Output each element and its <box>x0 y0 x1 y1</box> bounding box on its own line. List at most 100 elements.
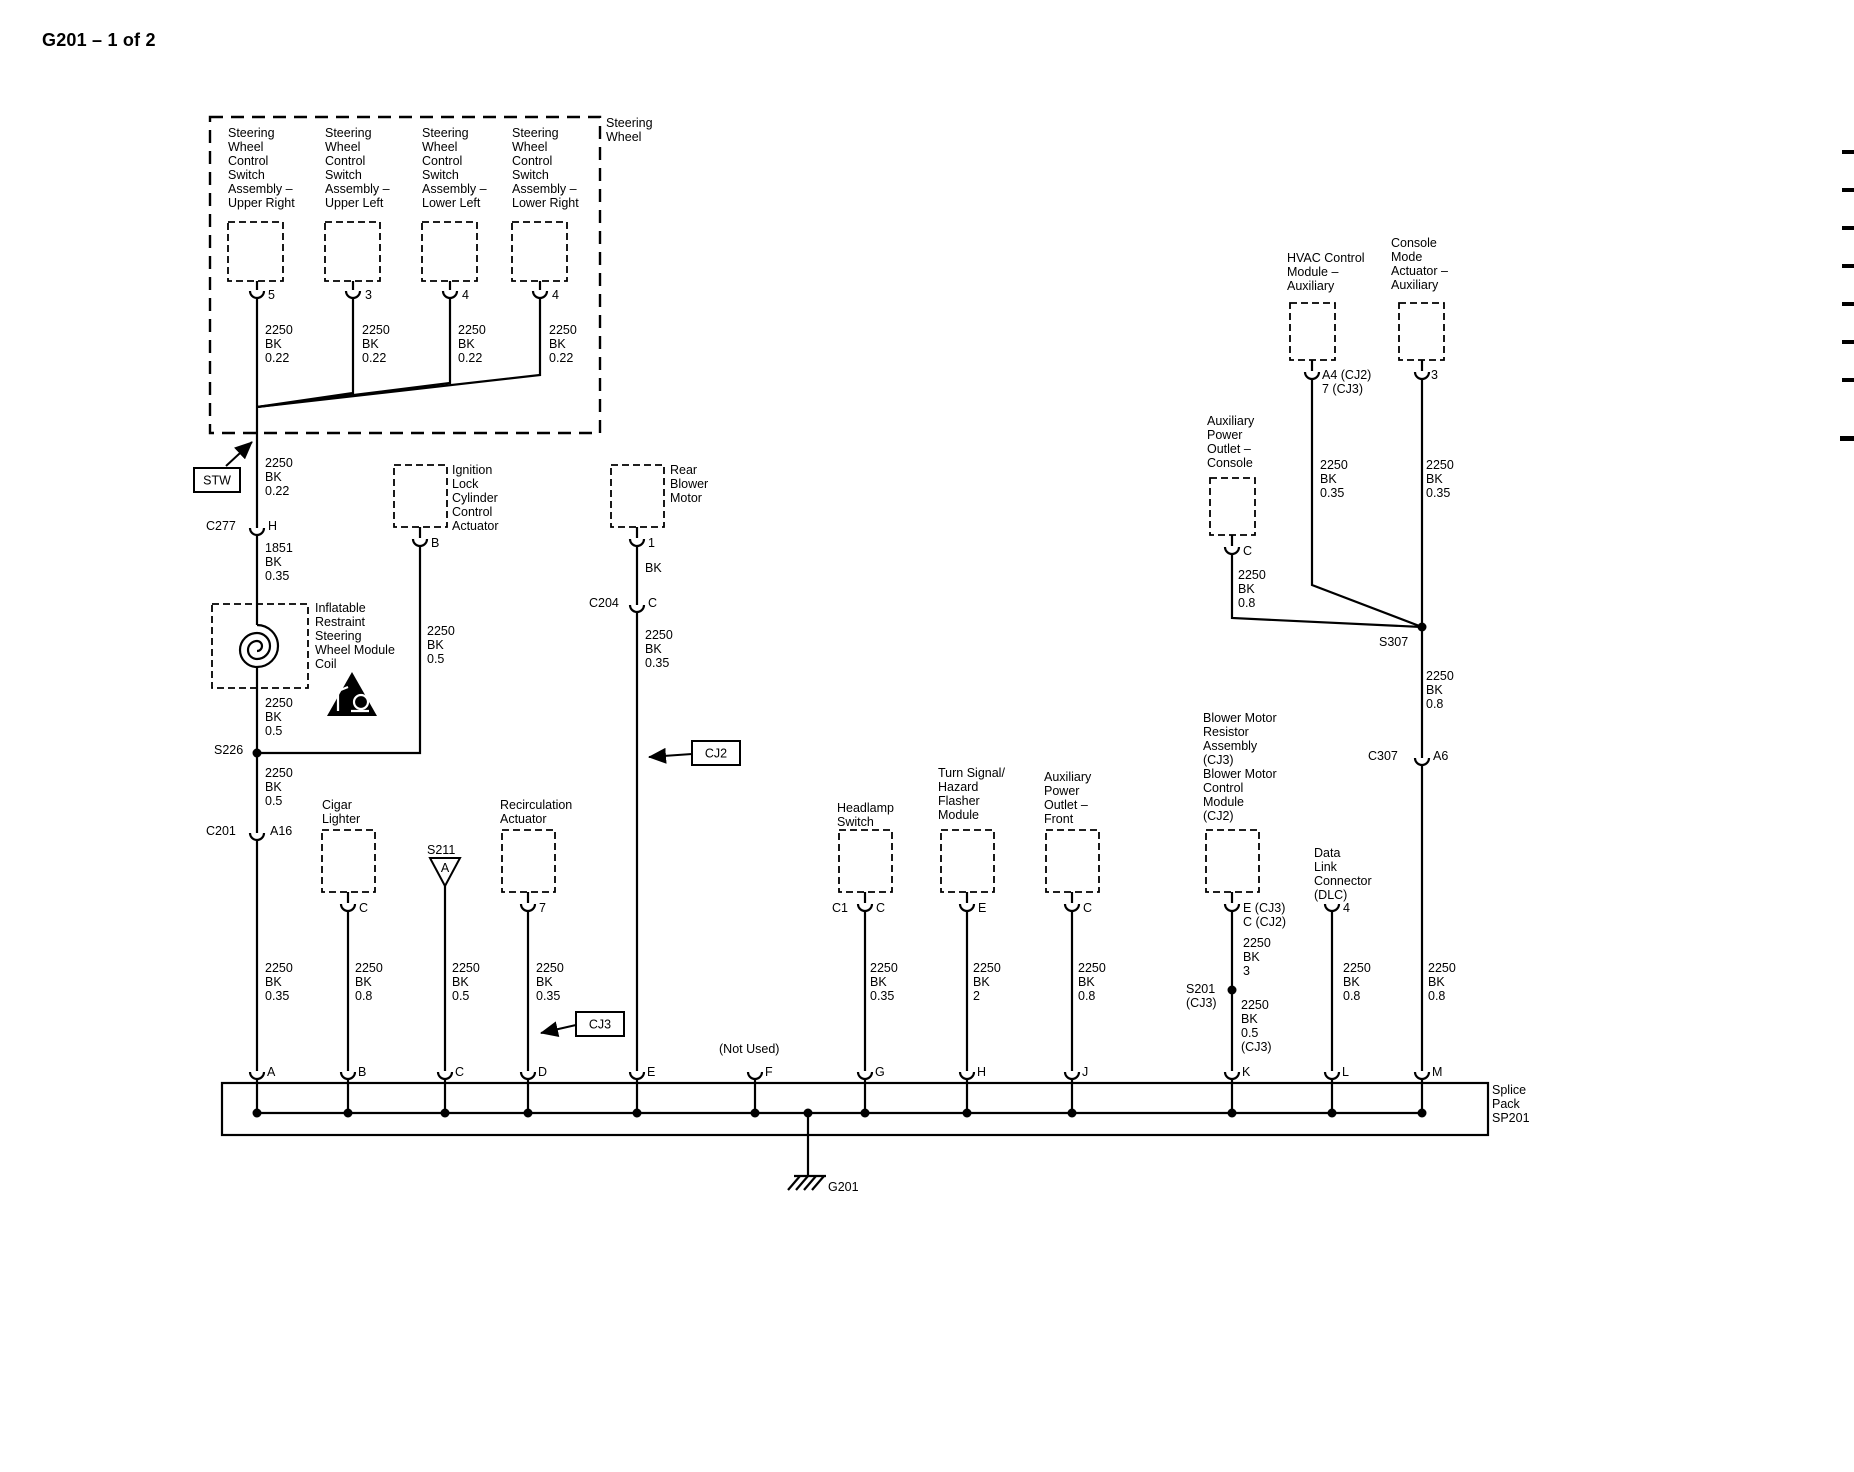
pin-arc-ignition <box>411 538 429 548</box>
pin-lbl-hvac: A4 (CJ2)7 (CJ3) <box>1322 368 1371 396</box>
callout-cj2-label: CJ2 <box>705 747 727 761</box>
box-sw-upper-right <box>227 221 284 282</box>
box-hvac-aux <box>1289 302 1336 361</box>
pin-lbl-aux-front: C <box>1083 901 1092 915</box>
pin-lbl-console-mode: 3 <box>1431 368 1438 382</box>
box-aux-outlet-console <box>1209 477 1256 536</box>
page-edge-mark-4 <box>1842 302 1854 306</box>
terminal-arc-C <box>436 1071 454 1081</box>
terminal-letter-C: C <box>455 1065 464 1079</box>
box-blower-resistor <box>1205 829 1260 893</box>
pin-lbl-recirculation: 7 <box>539 901 546 915</box>
page-title: G201 – 1 of 2 <box>42 30 156 50</box>
splice-s307 <box>1417 622 1427 632</box>
splice-s226 <box>252 748 262 758</box>
page-edge-mark-0 <box>1842 150 1854 154</box>
s211-triangle-letter: A <box>441 861 450 875</box>
steering-wheel-boundary <box>208 115 602 435</box>
page-edge-mark-5 <box>1842 340 1854 344</box>
pin-arc-rear-blower <box>628 538 646 548</box>
box-turn-signal <box>940 829 995 893</box>
pin-lbl-dlc: 4 <box>1343 901 1350 915</box>
ground-bus-junction <box>803 1108 813 1118</box>
pin-arc-dlc <box>1323 903 1341 913</box>
s211-splice-triangle <box>428 857 462 889</box>
page-edge-mark-3 <box>1842 264 1854 268</box>
bus-junction-F <box>750 1108 760 1118</box>
box-sw-lower-right <box>511 221 568 282</box>
terminal-arc-A <box>248 1071 266 1081</box>
pin-arc-blower-resistor <box>1223 903 1241 913</box>
bus-junction-G <box>860 1108 870 1118</box>
pin-lbl-rear-blower: 1 <box>648 536 655 550</box>
terminal-letter-M: M <box>1432 1065 1442 1079</box>
lbl-not-used: (Not Used) <box>719 1042 779 1056</box>
terminal-arc-F <box>746 1071 764 1081</box>
lbl-g201: G201 <box>828 1180 859 1194</box>
conn-arc-c277 <box>248 527 266 537</box>
pin-lbl-sw2: 3 <box>365 288 372 302</box>
airbag-warning-icon <box>327 672 377 716</box>
conn-lbl-c307: C307 <box>1368 749 1398 763</box>
ground-symbol-stroke-2 <box>795 1175 809 1191</box>
box-aux-outlet-front <box>1045 829 1100 893</box>
bus-junction-C <box>440 1108 450 1118</box>
conn-lbl-c204: C204 <box>589 596 619 610</box>
pin-arc-turn-signal <box>958 903 976 913</box>
pin-lbl-turn-signal: E <box>978 901 986 915</box>
splice-pack-box <box>220 1081 1490 1137</box>
bus-junction-J <box>1067 1108 1077 1118</box>
box-coil <box>211 603 309 689</box>
splice-lbl-s226: S226 <box>214 743 243 757</box>
bus-junction-D <box>523 1108 533 1118</box>
bus-junction-B <box>343 1108 353 1118</box>
pin-lbl-c277: H <box>268 519 277 533</box>
bus-junction-L <box>1327 1108 1337 1118</box>
bus-junction-A <box>252 1108 262 1118</box>
page-edge-mark-7 <box>1840 436 1854 441</box>
airbag-bag-icon <box>352 693 370 711</box>
terminal-letter-D: D <box>538 1065 547 1079</box>
terminal-arc-M <box>1413 1071 1431 1081</box>
pin-arc-console-mode <box>1413 371 1431 381</box>
box-cigar-lighter <box>321 829 376 893</box>
splice-s201 <box>1227 985 1237 995</box>
pin-lbl-aux-console: C <box>1243 544 1252 558</box>
pin-arc-sw-upper-left <box>344 290 362 300</box>
pin-arc-aux-front <box>1063 903 1081 913</box>
box-console-mode <box>1398 302 1445 361</box>
pin-arc-headlamp <box>856 903 874 913</box>
conn-arc-c204 <box>628 604 646 614</box>
terminal-letter-H: H <box>977 1065 986 1079</box>
wire-aux-console <box>1230 554 1423 629</box>
splice-lbl-s211: S211 <box>427 843 455 857</box>
callout-cj3-box <box>575 1011 625 1037</box>
